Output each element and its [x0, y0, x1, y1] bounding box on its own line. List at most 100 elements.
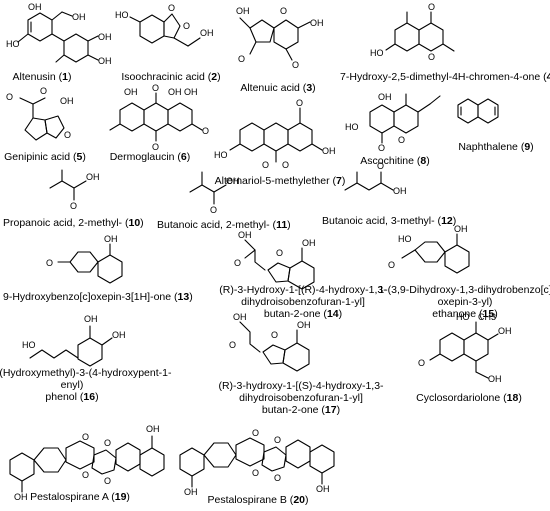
atom-label: O: [183, 21, 190, 31]
atom-label: OH: [28, 2, 42, 12]
atom-label: O: [168, 3, 175, 13]
atom-label: OH: [488, 374, 502, 384]
compound-label: Pestalospirane A (19): [30, 491, 130, 503]
atom-label: O: [377, 161, 384, 171]
atom-label: O: [282, 160, 289, 170]
atom-label: O: [274, 435, 281, 445]
atom-label: OH: [322, 146, 336, 156]
compound-label: Cyclosordariolone (18): [416, 392, 522, 404]
structure-10: OH O: [49, 169, 100, 211]
atom-label: OH: [124, 87, 138, 97]
atom-label: O: [252, 428, 259, 438]
atom-label: OH: [104, 234, 118, 244]
atom-label: OH: [310, 18, 324, 28]
compound-label: Altenusin (1): [12, 71, 72, 83]
structure-3: OH O OH O O: [236, 6, 324, 70]
atom-label: OH: [236, 6, 250, 16]
atom-label: OH: [86, 172, 100, 182]
atom-label: O: [234, 258, 241, 268]
atom-label: O: [6, 92, 13, 102]
atom-label: OH: [72, 12, 86, 22]
atom-label: O: [378, 143, 385, 153]
compound-label: Pestalospirane B (20): [207, 494, 309, 506]
atom-label: O: [388, 260, 395, 270]
structure-14: OH O O OH: [234, 230, 316, 290]
atom-label: OH: [378, 92, 392, 102]
atom-label: HO: [115, 10, 129, 20]
structure-17: OH O O OH: [229, 312, 311, 372]
atom-label: O: [418, 358, 425, 368]
atom-label: OH: [393, 186, 407, 196]
atom-label: OH: [200, 28, 214, 38]
atom-label: O: [274, 473, 281, 483]
structure-20: OH OH O O O O: [179, 428, 335, 497]
atom-label: O: [82, 432, 89, 442]
compound-label: Naphthalene (9): [458, 141, 534, 153]
atom-label: O: [152, 142, 159, 152]
structure-16: HO OH OH: [22, 314, 126, 367]
atom-label: HO: [214, 150, 228, 160]
structure-15: HO O OH: [388, 224, 470, 274]
atom-label: OH: [184, 487, 198, 497]
atom-label: HO: [398, 234, 412, 244]
atom-label: OH: [14, 492, 28, 502]
atom-label: OH: [112, 330, 126, 340]
atom-label: O: [46, 258, 53, 268]
compound-label: Dermoglaucin (6): [109, 151, 191, 163]
atom-label: O: [292, 60, 299, 70]
structure-8: OH HO O O: [345, 92, 441, 153]
structure-1: OH HO OH OH OH: [6, 2, 112, 66]
atom-label: OH: [297, 320, 311, 330]
atom-label: O: [82, 470, 89, 480]
atom-label: O: [428, 2, 435, 12]
structure-18: HO CH3 OH OH O: [418, 312, 512, 384]
atom-label: O: [104, 476, 111, 486]
atom-label: OH: [302, 238, 316, 248]
atom-label: CH3: [478, 312, 496, 322]
compound-label: Butanoic acid, 3-methyl- (12): [322, 215, 457, 227]
atom-label: OH: [98, 32, 112, 42]
atom-label: O: [276, 248, 283, 258]
atom-label: OH: [84, 314, 98, 324]
atom-label: O: [104, 438, 111, 448]
structure-12: OH O: [344, 161, 407, 196]
atom-label: OH: [146, 424, 160, 434]
structure-13: O OH: [46, 234, 123, 284]
atom-label: O: [210, 205, 217, 215]
structure-7: O HO OH O O: [214, 98, 336, 170]
structure-9: [457, 98, 499, 124]
atom-label: OH: [238, 230, 252, 240]
atom-label: O: [262, 160, 269, 170]
atom-label: OH: [498, 326, 512, 336]
structure-11: OH O: [189, 171, 240, 215]
atom-label: OH: [233, 312, 247, 322]
structure-6: O O OH OH OH O: [109, 83, 209, 152]
atom-label: O: [280, 6, 287, 16]
structure-5: O O OH O: [6, 86, 74, 141]
compound-label: Ascochitine (8): [360, 155, 430, 167]
atom-label: O: [40, 86, 47, 96]
atom-label: O: [229, 340, 236, 350]
compound-label: 7-Hydroxy-2,5-dimethyl-4H-chromen-4-one …: [340, 71, 550, 83]
compound-label: (R)-3-Hydroxy-1-[(R)-4-hydroxy-1,3- dihy…: [219, 284, 387, 320]
atom-label: O: [296, 98, 303, 108]
atom-label: OH: [168, 87, 182, 97]
atom-label: HO: [22, 340, 36, 350]
atom-label: HO: [6, 39, 20, 49]
atom-label: O: [271, 330, 278, 340]
atom-label: O: [398, 135, 405, 145]
structure-4: O O HO: [370, 2, 455, 62]
atom-label: OH: [226, 176, 240, 186]
compound-label: Isoochracinic acid (2): [121, 71, 221, 83]
structure-2: O O OH HO: [115, 3, 214, 47]
atom-label: HO: [370, 48, 384, 58]
atom-label: OH: [316, 484, 330, 494]
atom-label: OH: [454, 224, 468, 234]
atom-label: O: [64, 130, 71, 140]
atom-label: HO: [345, 122, 359, 132]
compound-label: Butanoic acid, 2-methyl- (11): [157, 219, 291, 231]
structure-19: OH OH O O O O: [9, 424, 165, 502]
atom-label: O: [238, 54, 245, 64]
